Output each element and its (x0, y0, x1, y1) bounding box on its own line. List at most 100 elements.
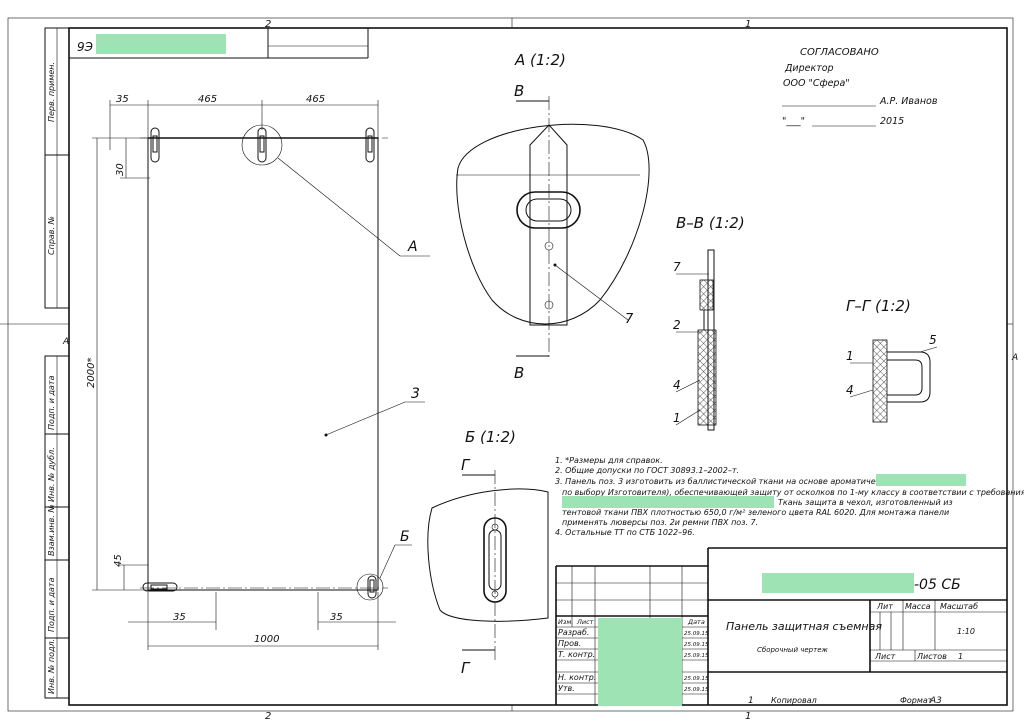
stamp-podp-data-1: Подп. и дата (47, 375, 56, 430)
redacted-designation-main (762, 573, 914, 593)
grommet-eyelet (516, 191, 581, 229)
tb-row-data: Дата (687, 618, 705, 626)
title-lit-label: Лит (876, 602, 893, 611)
callout-b: Б (400, 529, 410, 545)
dim-465-a: 465 (198, 94, 217, 105)
dim-30: 30 (115, 163, 126, 176)
dim-465-b: 465 (306, 94, 325, 105)
title-block (555, 547, 1007, 706)
strap-item-7 (529, 124, 568, 326)
approval-company: ООО "Сфера" (783, 78, 850, 89)
strap-section (697, 329, 717, 426)
footer-copied: Копировал (771, 696, 817, 705)
view-a-title: А (1:2) (514, 51, 566, 69)
note-3: 3. Панель поз. 3 изготовить из баллистич… (555, 477, 949, 486)
zone-a-left: A (62, 337, 69, 347)
note-3-cont: по выбору Изготовителя), обеспечивающей … (562, 488, 1024, 497)
note-3-cont4: применять люверсы поз. 2и ремни ПВХ поз.… (562, 518, 758, 527)
tb-row-nkontr: Н. контр. (558, 673, 596, 682)
title-doc-type: Сборочный чертеж (757, 646, 828, 654)
view-a-section-bottom: В (514, 364, 524, 382)
tb-row-utv: Утв. (558, 684, 575, 693)
tb-date-5: 25.09.15 (684, 687, 709, 693)
zone-top-left: 2 (265, 19, 271, 30)
title-mass-label: Масса (905, 602, 931, 611)
tb-date-2: 25.09.15 (684, 642, 709, 648)
grommet-top-center (257, 127, 267, 163)
view-vv-c4: 4 (673, 378, 681, 392)
view-vv: В–В (1:2) 7 2 4 1 (673, 214, 745, 431)
view-b: Б (1:2) Г Г (427, 428, 549, 677)
callout-a: А (407, 239, 418, 255)
footer-sheet-number: 1 (748, 696, 754, 706)
grommet-bottom-left (142, 582, 178, 592)
title-sheet-label: Лист (874, 652, 896, 661)
view-gg-title: Г–Г (1:2) (846, 297, 911, 315)
note-2: 2. Общие допуски по ГОСТ 30893.1–2002–т. (555, 466, 739, 475)
title-sheets-label: Листов (916, 652, 947, 661)
dim-35-bottom-right: 35 (330, 612, 343, 623)
title-scale-label: Масштаб (940, 602, 978, 611)
redacted-signatures (598, 618, 682, 706)
view-b-section-bottom: Г (461, 659, 471, 677)
approval-name: А.Р. Иванов (879, 96, 938, 107)
title-name: Панель защитная съемная (726, 620, 882, 633)
grommet-section (699, 279, 714, 311)
approval-position: Директор (784, 63, 834, 74)
zone-bottom-right: 1 (745, 711, 751, 722)
view-vv-c7: 7 (673, 260, 681, 274)
tb-row-razrab: Разраб. (558, 628, 589, 637)
title-designation-suffix: -05 СБ (914, 577, 961, 593)
dim-35-left: 35 (116, 94, 129, 105)
view-b-title: Б (1:2) (465, 428, 516, 446)
redacted-note-standard (876, 474, 966, 486)
grommet-top-left (150, 127, 160, 163)
stamp-inv-podl: Инв. № подл. (47, 639, 56, 694)
detail-circle-a (241, 124, 283, 166)
technical-notes: 1. *Размеры для справок. 2. Общие допуск… (555, 456, 1024, 537)
stamp-perv-primen: Перв. примен. (47, 62, 56, 122)
note-3-cont3: тентовой ткани ПВХ плотностью 650,0 г/м²… (562, 508, 949, 517)
view-vv-c1: 1 (673, 411, 681, 425)
view-gg: Г–Г (1:2) 1 5 4 (846, 297, 938, 423)
tb-row-tkontr: Т. контр. (558, 650, 595, 659)
fabric-outline (456, 123, 650, 325)
view-a: А (1:2) В В 7 (456, 51, 650, 382)
top-designation: 9Э (77, 40, 94, 54)
dim-1000: 1000 (254, 634, 279, 645)
panel-outline (147, 137, 379, 591)
stamp-inv-dubl: Инв. № дубл. (47, 447, 56, 502)
redacted-designation (96, 34, 226, 54)
strap-section-gg (872, 339, 888, 423)
note-4: 4. Остальные ТТ по СТБ 1022–96. (555, 528, 695, 537)
view-vv-c2: 2 (673, 318, 681, 332)
dim-45: 45 (113, 554, 124, 567)
callout-3: 3 (411, 386, 420, 402)
redacted-note-text (562, 496, 774, 508)
view-gg-c1: 1 (846, 349, 854, 363)
view-a-section-top: В (514, 82, 524, 100)
tb-date-3: 25.09.15 (684, 653, 709, 659)
approval-block: СОГЛАСОВАНО Директор ООО "Сфера" А.Р. Ив… (782, 47, 938, 127)
zone-bottom-left: 2 (265, 711, 271, 722)
approval-date-quote: "___" (782, 116, 805, 127)
title-scale-value: 1:10 (957, 627, 975, 636)
tb-row-prov: Пров. (558, 639, 581, 648)
grommet-bottom-right (367, 575, 377, 599)
zone-top-right: 1 (745, 19, 751, 30)
approval-title: СОГЛАСОВАНО (800, 47, 879, 58)
fabric-outline-b (427, 488, 549, 622)
tb-date-4: 25.09.15 (684, 676, 709, 682)
tb-row-izm: Изм. (558, 618, 573, 626)
view-vv-title: В–В (1:2) (676, 214, 745, 232)
strap-loop-item-5 (887, 351, 931, 403)
dim-35-bottom-left: 35 (173, 612, 186, 623)
main-view: 35 465 465 30 2000* 45 35 35 1000 А 3 Б (86, 94, 430, 650)
footer-format-value: А3 (929, 696, 942, 706)
stamp-vzam-inv: Взам.инв. № (47, 504, 56, 556)
tb-date-1: 25.09.15 (684, 631, 709, 637)
zone-a-right: A (1011, 353, 1018, 363)
title-sheets-value: 1 (958, 652, 963, 661)
sheet-frame (0, 17, 1014, 712)
